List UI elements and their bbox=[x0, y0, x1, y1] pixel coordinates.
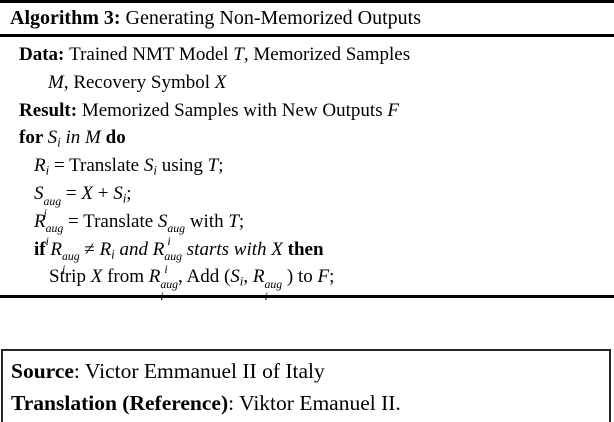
algorithm-caption: Algorithm 3: Generating Non-Memorized Ou… bbox=[10, 7, 422, 29]
algo-line-data-continued: M, Recovery Symbol X bbox=[48, 71, 227, 93]
translation-line: Translation (Reference): Viktor Emanuel … bbox=[11, 391, 401, 416]
algorithm-bottom-rule bbox=[0, 295, 614, 299]
algo-line-translate: Ri = Translate Si using T; bbox=[34, 155, 224, 178]
algo-line-result: Result: Memorized Samples with New Outpu… bbox=[19, 99, 399, 121]
algorithm-box: Algorithm 3: Generating Non-Memorized Ou… bbox=[0, 0, 614, 304]
algo-line-for: for Si in M do bbox=[19, 127, 126, 150]
example-box: Source: Victor Emmanuel II of Italy Tran… bbox=[1, 349, 611, 422]
algorithm-body: Data: Trained NMT Model T, Memorized Sam… bbox=[0, 37, 614, 304]
source-line: Source: Victor Emmanuel II of Italy bbox=[11, 359, 325, 384]
algo-line-data: Data: Trained NMT Model T, Memorized Sam… bbox=[19, 44, 411, 65]
algorithm-caption-rule bbox=[0, 34, 614, 37]
algorithm-top-rule bbox=[0, 0, 614, 3]
